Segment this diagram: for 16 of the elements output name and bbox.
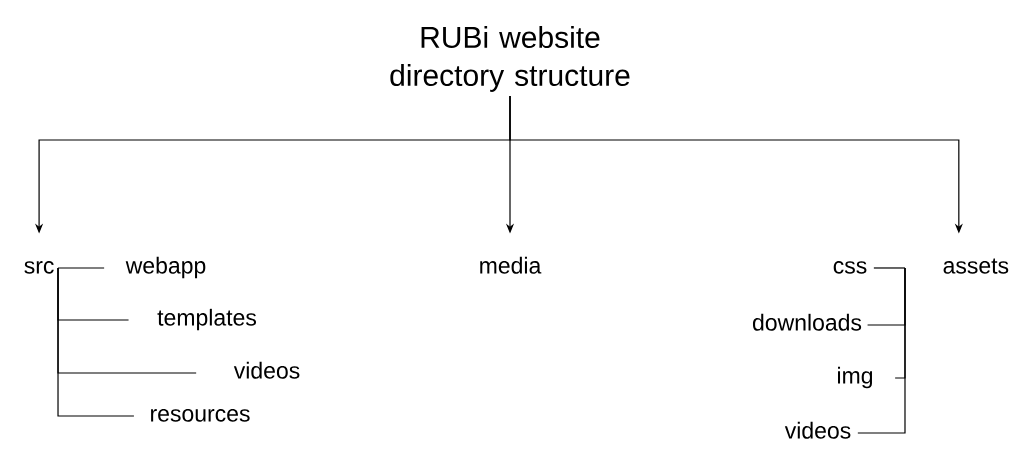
folder-label: webapp xyxy=(125,256,206,279)
folder-label: css xyxy=(833,261,867,274)
folder-label: downloads xyxy=(753,313,862,331)
folder-label: img xyxy=(838,366,873,389)
tree-line xyxy=(857,267,906,434)
folder-label: videos xyxy=(233,361,300,379)
folder-label: src xyxy=(24,261,54,274)
tree-line xyxy=(57,267,135,417)
folder-label: assets xyxy=(943,258,1009,274)
tree-line xyxy=(873,267,906,269)
title-text: RUBi website directory structure xyxy=(390,26,630,92)
folder-label: templates xyxy=(157,308,256,331)
folder-label: media xyxy=(480,256,542,274)
tree-line xyxy=(57,267,105,269)
folder-label: resources xyxy=(151,409,250,422)
folder-label: videos xyxy=(784,421,851,439)
